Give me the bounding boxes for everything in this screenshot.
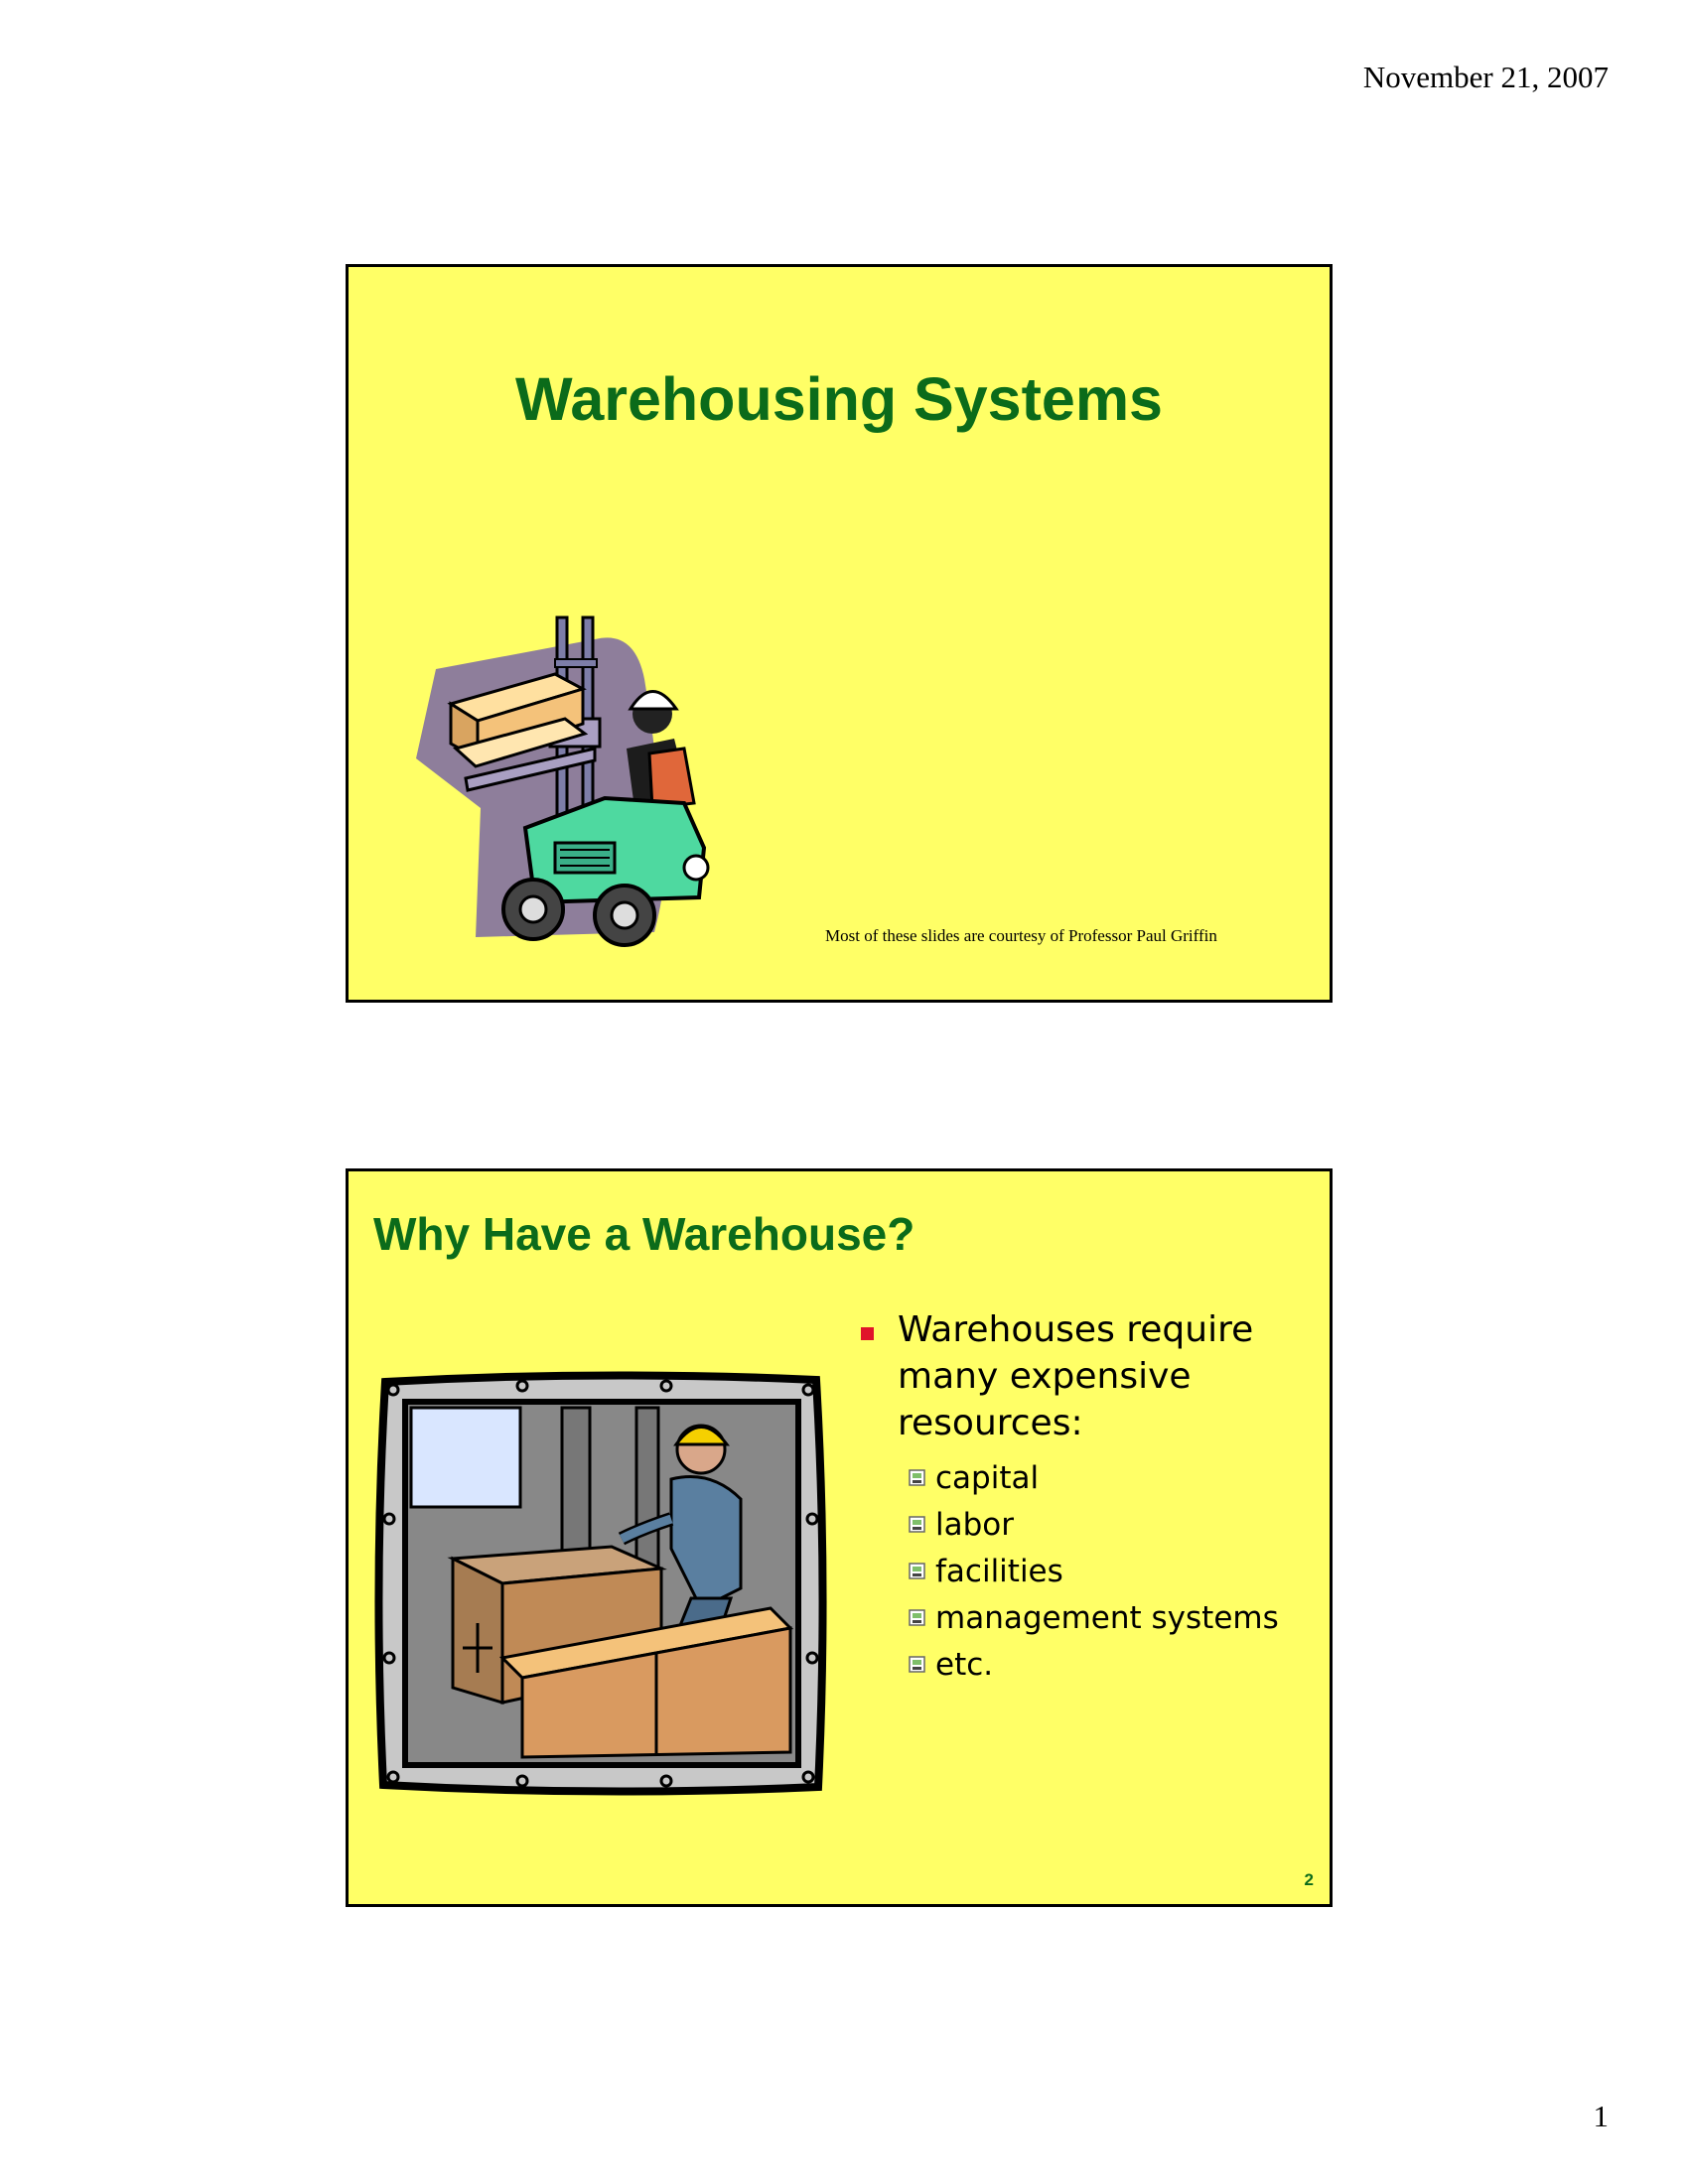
main-bullet: Warehouses require many expensive resour… [861,1306,1308,1446]
list-item: management systems [909,1594,1308,1641]
sub-list: capital labor facilities [909,1454,1308,1688]
sub-item-text: etc. [935,1646,994,1683]
list-item: labor [909,1501,1308,1548]
page-number: 1 [1593,2099,1610,2133]
sub-bullet-icon [909,1609,925,1626]
sub-bullet-icon [909,1563,925,1579]
list-item: facilities [909,1548,1308,1594]
sub-item-text: facilities [935,1553,1063,1589]
warehouse-worker-icon [374,1371,827,1796]
slide-number: 2 [1304,1870,1314,1889]
page-date: November 21, 2007 [1362,60,1609,94]
sub-item-text: labor [935,1506,1014,1543]
sub-item-text: capital [935,1459,1040,1496]
sub-bullet-icon [909,1516,925,1533]
slide-2-title: Why Have a Warehouse? [373,1208,915,1260]
slide-1-title: Warehousing Systems [515,365,1163,433]
slide-1: Warehousing Systems Most of these s [346,264,1333,1003]
list-item: etc. [909,1641,1308,1688]
list-item: capital [909,1454,1308,1501]
forklift-icon [416,615,710,947]
bullet-square-icon [861,1327,874,1340]
main-bullet-text: Warehouses require many expensive resour… [898,1309,1254,1443]
sub-item-text: management systems [935,1599,1279,1636]
sub-bullet-icon [909,1469,925,1486]
bullet-block: Warehouses require many expensive resour… [861,1306,1308,1688]
slide-credit: Most of these slides are courtesy of Pro… [825,926,1217,945]
slide-2: Why Have a Warehouse? [346,1168,1333,1907]
sub-bullet-icon [909,1656,925,1673]
